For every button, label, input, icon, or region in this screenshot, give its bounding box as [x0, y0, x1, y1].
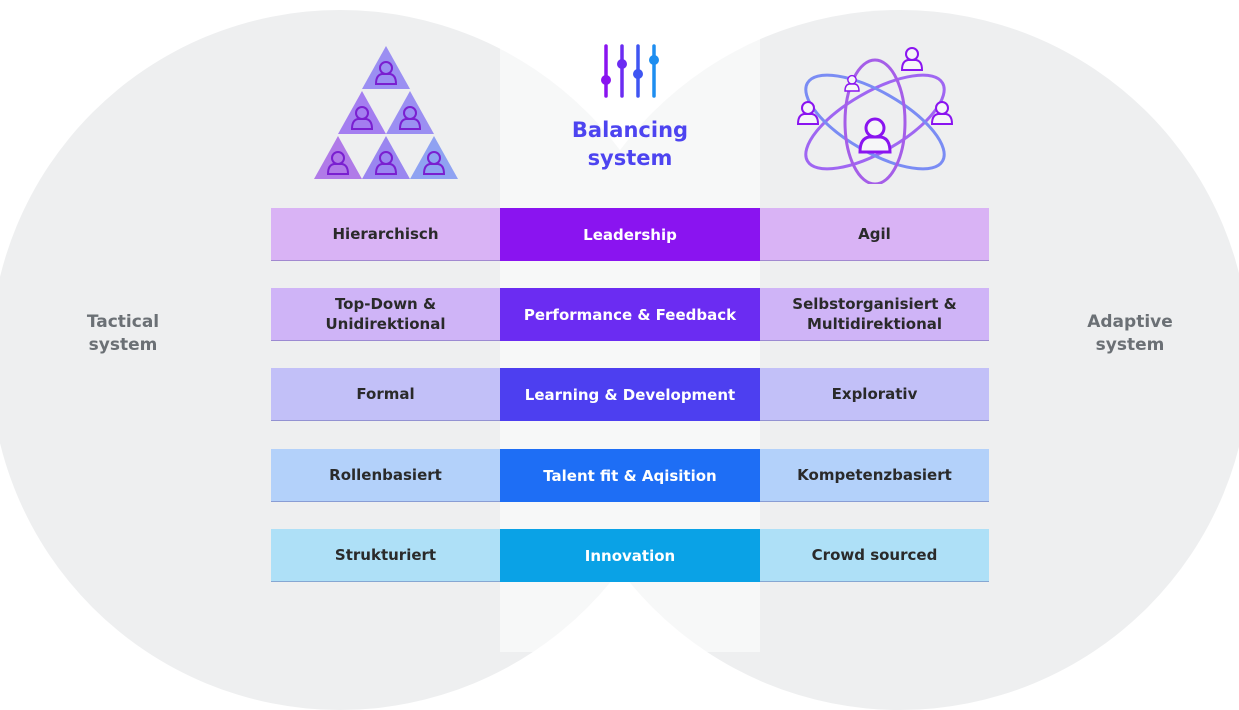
row-center-cell: Talent fit & Aqisition: [500, 449, 760, 502]
row-left-cell: Rollenbasiert: [271, 449, 500, 502]
balancing-title-line2: system: [587, 146, 673, 170]
row-right-cell: Selbstorganisiert & Multidirektional: [760, 288, 989, 341]
row-innovation: Strukturiert Innovation Crowd sourced: [271, 529, 989, 582]
equalizer-sliders-icon: [601, 44, 659, 98]
row-center-cell: Performance & Feedback: [500, 288, 760, 341]
row-performance-feedback: Top-Down & Unidirektional Performance & …: [271, 288, 989, 341]
balancing-title-line1: Balancing: [571, 118, 689, 142]
row-right-cell: Agil: [760, 208, 989, 261]
row-learning-development: Formal Learning & Development Explorativ: [271, 368, 989, 421]
row-center-cell: Leadership: [500, 208, 760, 261]
row-left-cell: Strukturiert: [271, 529, 500, 582]
row-talent-fit: Rollenbasiert Talent fit & Aqisition Kom…: [271, 449, 989, 502]
row-leadership: Hierarchisch Leadership Agil: [271, 208, 989, 261]
row-right-cell: Kompetenzbasiert: [760, 449, 989, 502]
row-left-cell: Formal: [271, 368, 500, 421]
adaptive-system-label: Adaptive system: [1087, 312, 1173, 355]
row-left-cell: Top-Down & Unidirektional: [271, 288, 500, 341]
row-center-cell: Innovation: [500, 529, 760, 582]
balancing-system-title: Balancing system: [500, 116, 760, 172]
row-center-cell: Learning & Development: [500, 368, 760, 421]
tactical-system-label: Tactical system: [86, 312, 160, 355]
hierarchy-pyramid-icon: [314, 46, 458, 179]
row-left-cell: Hierarchisch: [271, 208, 500, 261]
atom-network-icon: [797, 47, 953, 184]
row-right-cell: Explorativ: [760, 368, 989, 421]
row-right-cell: Crowd sourced: [760, 529, 989, 582]
